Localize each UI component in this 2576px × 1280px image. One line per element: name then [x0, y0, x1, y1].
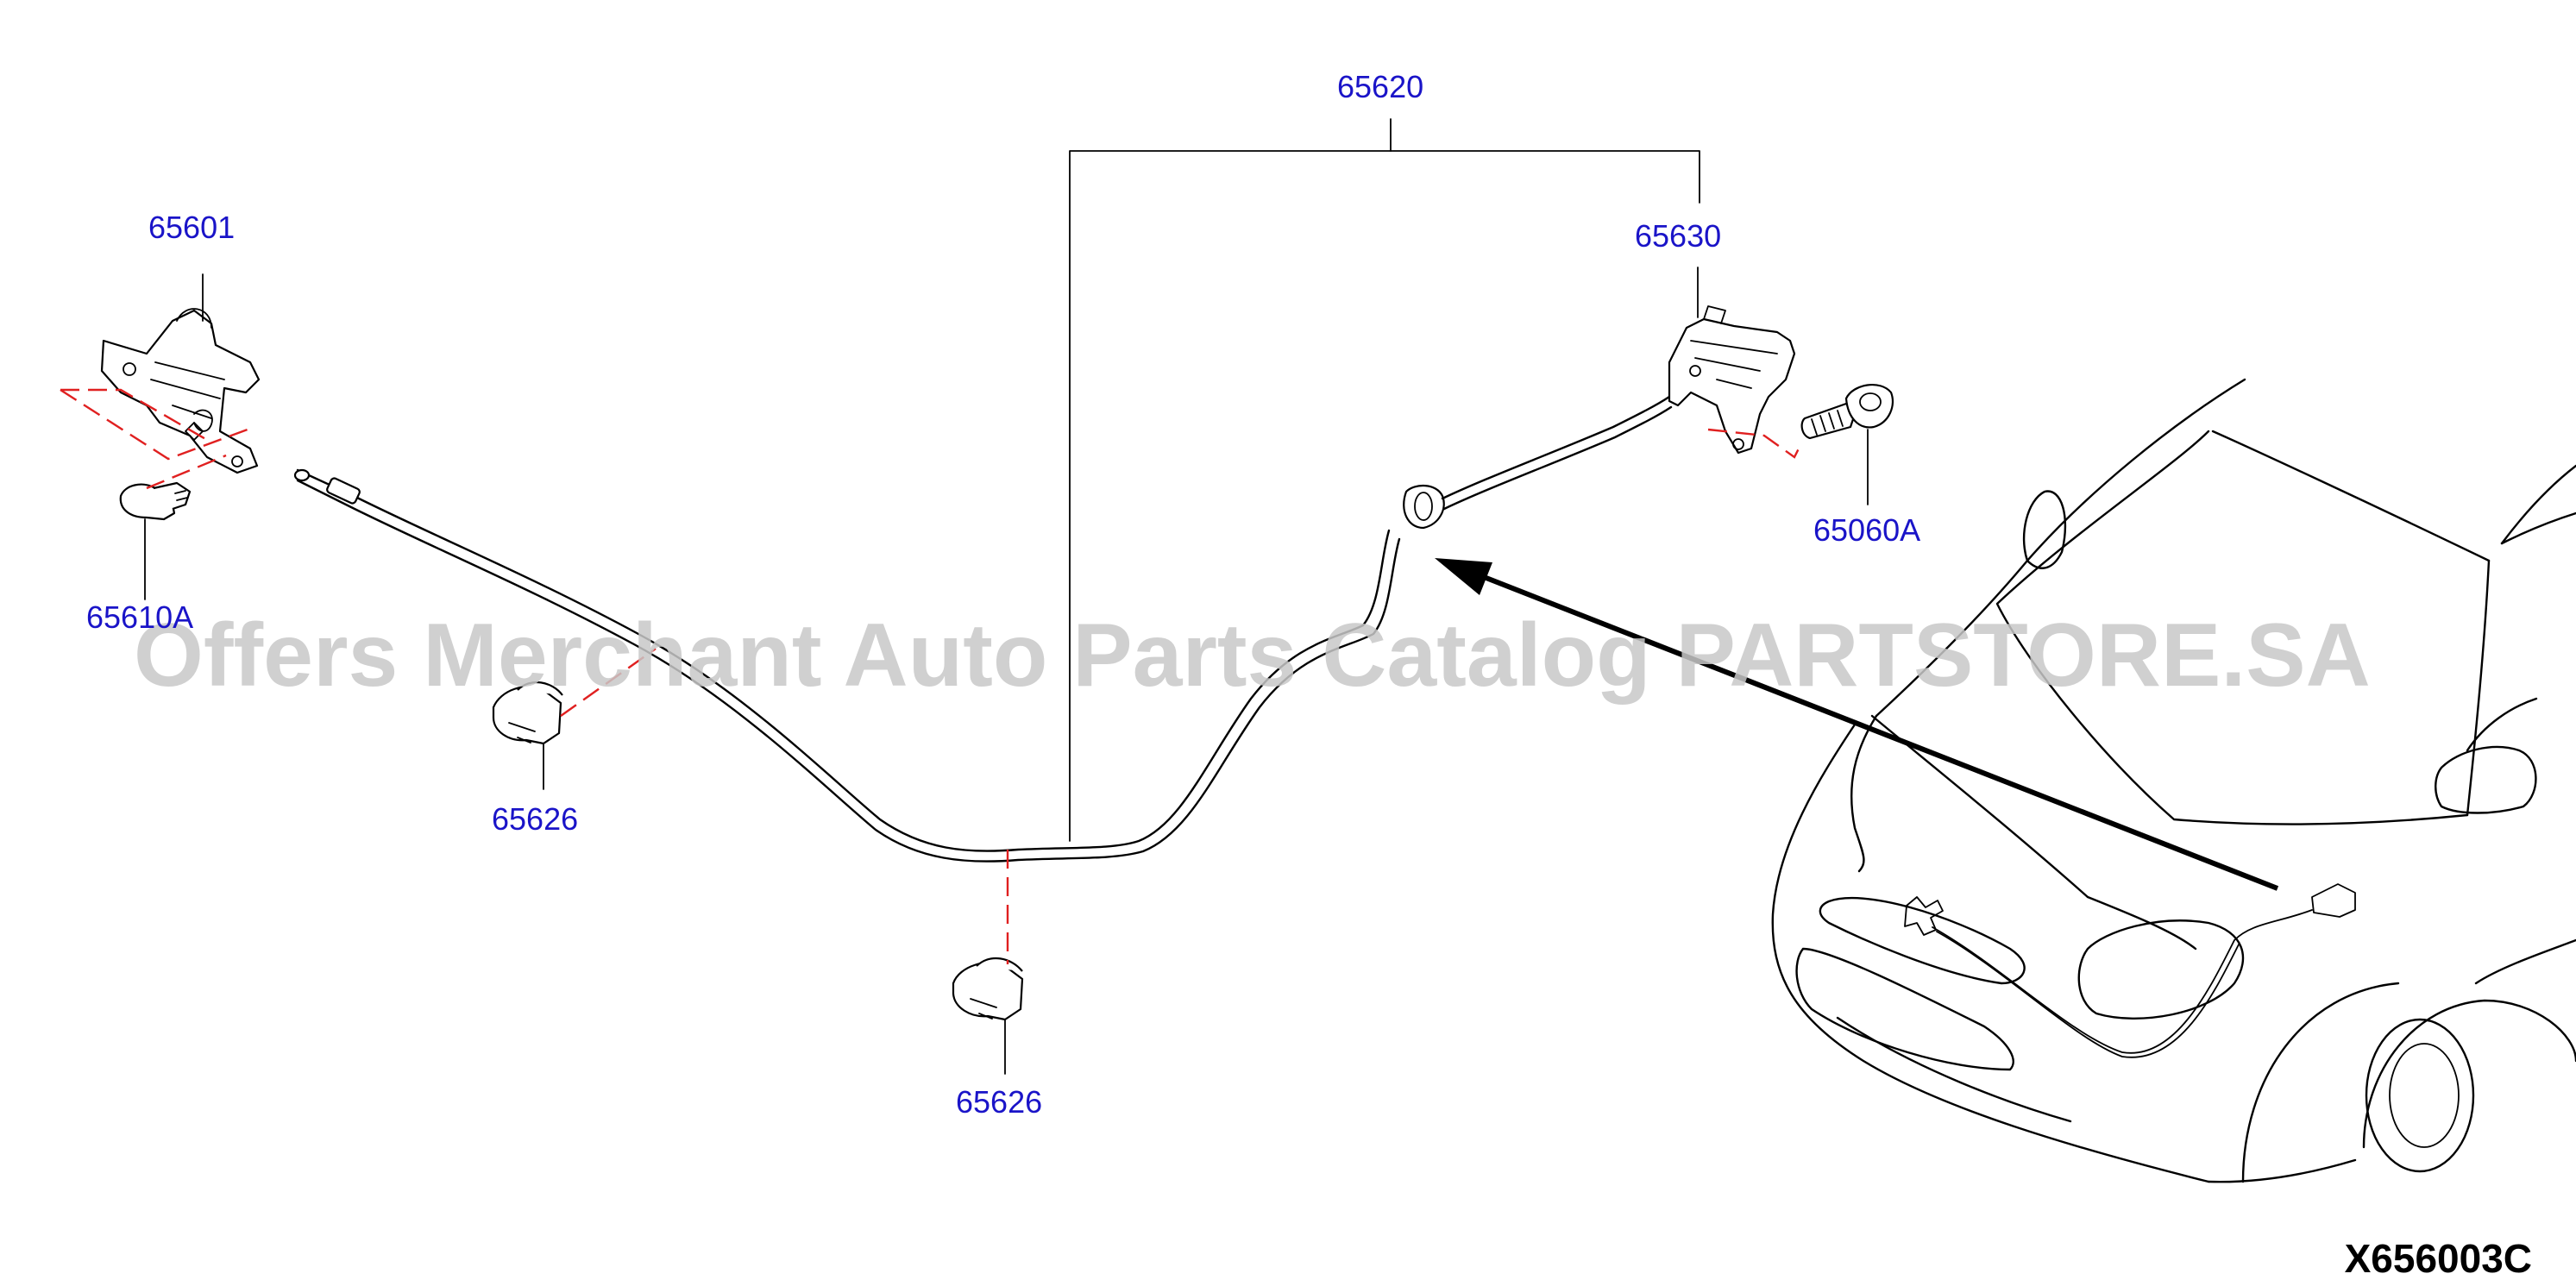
part-label-65626-upper[interactable]: 65626	[492, 801, 578, 837]
hood-lock-drawing	[100, 308, 261, 474]
part-labels: 65601 65610A 65620 65626 65626 65630 650…	[86, 69, 1920, 1120]
vehicle-illustration	[1435, 378, 2576, 1183]
release-handle-drawing	[1668, 305, 1796, 455]
handle-bolt-drawing	[1800, 384, 1894, 440]
clip-upper-drawing	[492, 681, 563, 745]
hood-cable	[293, 395, 1673, 863]
part-label-65630[interactable]: 65630	[1635, 218, 1721, 254]
leader-lines	[144, 118, 1869, 1075]
part-label-65626-lower[interactable]: 65626	[956, 1084, 1042, 1120]
clip-lower-drawing	[952, 957, 1024, 1021]
dashed-leaders	[60, 388, 1800, 964]
part-label-65610a[interactable]: 65610A	[86, 599, 193, 635]
part-label-65620[interactable]: 65620	[1337, 69, 1423, 104]
part-label-65060a[interactable]: 65060A	[1813, 512, 1920, 548]
watermark-text: Offers Merchant Auto Parts Catalog PARTS…	[134, 605, 2371, 706]
diagram-id: X656003C	[2345, 1236, 2532, 1280]
lock-bolt-drawing	[119, 481, 192, 521]
part-label-65601[interactable]: 65601	[148, 210, 235, 245]
